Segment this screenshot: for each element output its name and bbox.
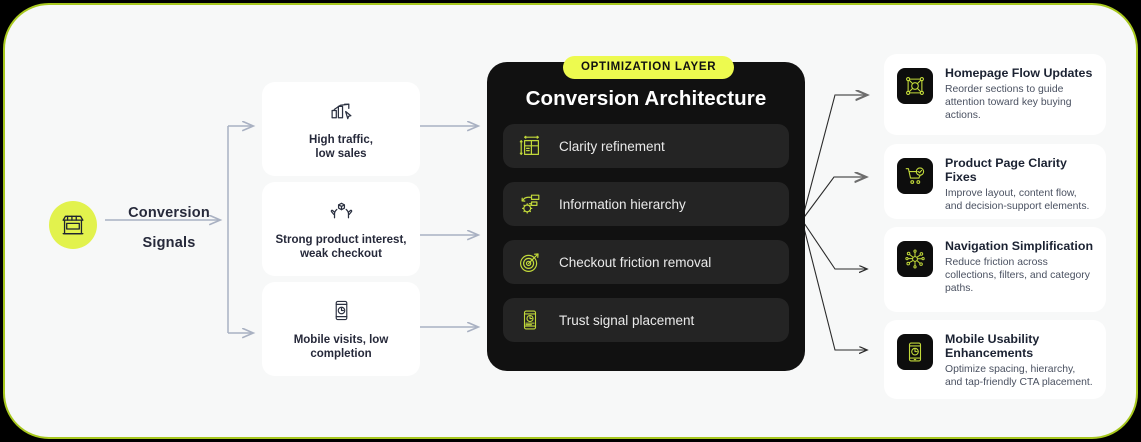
source-label-line2: Signals	[142, 235, 196, 251]
optimization-layer-badge: OPTIMIZATION LAYER	[563, 56, 735, 79]
diagram-frame: Conversion Signals High traffic, low sal…	[3, 3, 1138, 439]
storefront-icon	[60, 212, 86, 238]
optimization-item-label: Clarity refinement	[559, 138, 665, 154]
outcome-card-desc: Reorder sections to guide attention towa…	[945, 84, 1072, 121]
optimization-item[interactable]: Checkout friction removal	[503, 240, 789, 284]
optimization-item[interactable]: Information hierarchy	[503, 182, 789, 226]
network-cluster-icon	[897, 241, 933, 277]
signal-card[interactable]: High traffic, low sales	[262, 82, 420, 176]
signal-card-label: Strong product interest, weak checkout	[275, 233, 407, 260]
source-label-line1: Conversion	[128, 205, 210, 221]
outcome-card-title: Navigation Simplification	[945, 239, 1094, 253]
bar-chart-cursor-icon	[329, 98, 354, 124]
outcome-card-desc: Reduce friction across collections, filt…	[945, 257, 1090, 294]
optimization-item-label: Checkout friction removal	[559, 254, 712, 270]
outcome-card[interactable]: Product Page Clarity Fixes Improve layou…	[884, 144, 1106, 219]
optimization-item[interactable]: Trust signal placement	[503, 298, 789, 342]
gear-flowchart-icon	[517, 191, 543, 217]
mobile-clock-icon	[517, 307, 543, 333]
signal-card[interactable]: Mobile visits, low completion	[262, 282, 420, 376]
optimization-item-label: Information hierarchy	[559, 196, 686, 212]
outcome-card[interactable]: Mobile Usability Enhancements Optimize s…	[884, 320, 1106, 399]
optimization-item[interactable]: Clarity refinement	[503, 124, 789, 168]
mobile-clock-icon	[897, 334, 933, 370]
signal-card-label: Mobile visits, low completion	[293, 333, 389, 360]
cart-check-icon	[897, 158, 933, 194]
outcome-card-title: Product Page Clarity Fixes	[945, 156, 1067, 184]
node-network-icon	[897, 68, 933, 104]
outcome-card-desc: Improve layout, content flow, and decisi…	[945, 188, 1090, 212]
target-arrow-icon	[517, 249, 543, 275]
signal-card-label: High traffic, low sales	[309, 133, 373, 160]
outcome-card-title: Mobile Usability Enhancements	[945, 332, 1040, 360]
panel-title: Conversion Architecture	[525, 87, 767, 110]
outcome-card[interactable]: Navigation Simplification Reduce frictio…	[884, 227, 1106, 312]
mobile-clock-icon	[330, 298, 353, 324]
optimization-item-label: Trust signal placement	[559, 312, 695, 328]
hands-package-icon	[329, 198, 354, 224]
signal-card[interactable]: Strong product interest, weak checkout	[262, 182, 420, 276]
outcome-card-desc: Optimize spacing, hierarchy, and tap-fri…	[945, 364, 1093, 388]
outcome-card-title: Homepage Flow Updates	[945, 66, 1093, 80]
source-node[interactable]	[49, 201, 97, 249]
outcome-card[interactable]: Homepage Flow Updates Reorder sections t…	[884, 54, 1106, 135]
floorplan-measure-icon	[517, 133, 543, 159]
